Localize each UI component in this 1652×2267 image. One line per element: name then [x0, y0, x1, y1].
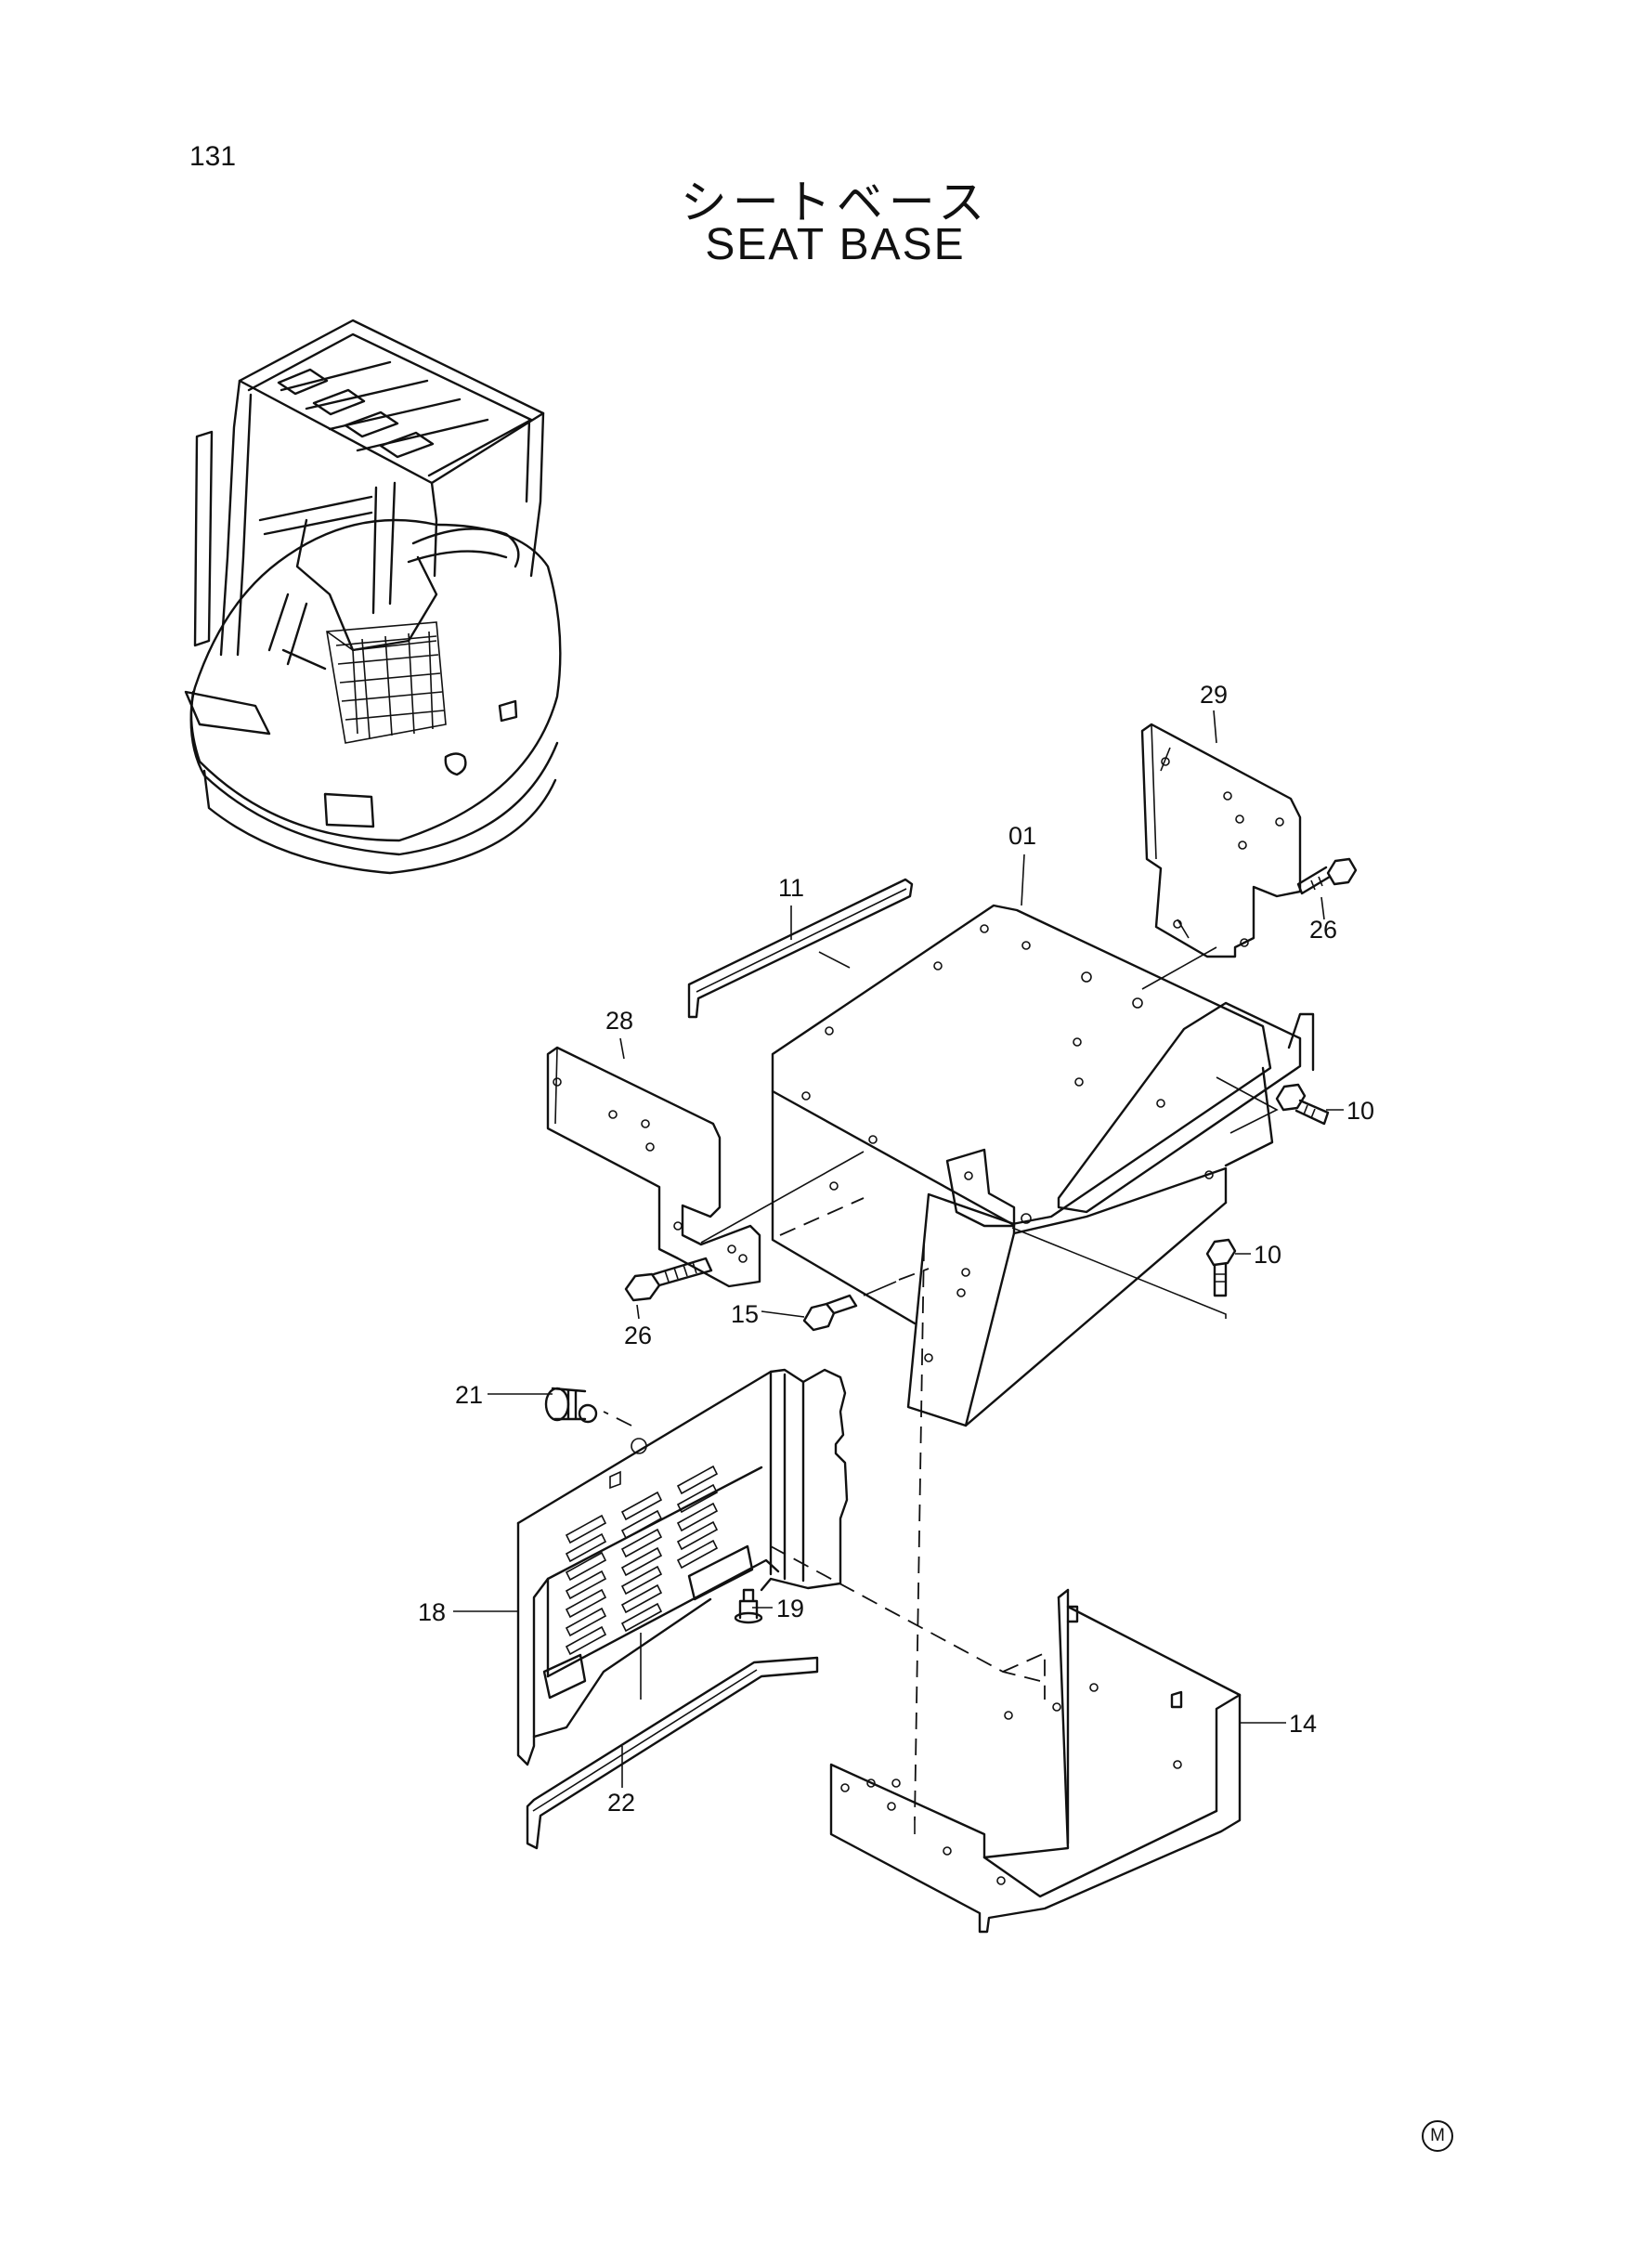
title-japanese: シートベース: [680, 176, 991, 229]
leader-lines: [453, 710, 1344, 1788]
part-18-side-cover: [516, 1368, 849, 1766]
fastener-10-bolt-lower: [1205, 1238, 1237, 1297]
callout-15: 15: [731, 1300, 759, 1328]
fastener-10-bolt-upper: [1275, 1083, 1330, 1126]
model-mark: M: [1422, 2120, 1453, 2152]
fastener-26-bolt-left: [624, 1257, 713, 1302]
callout-10-upper: 10: [1346, 1097, 1374, 1125]
callout-28: 28: [605, 1007, 633, 1035]
callout-10-lower: 10: [1254, 1241, 1281, 1269]
machine-locator-illustration: [184, 319, 562, 875]
callout-21: 21: [455, 1381, 483, 1409]
part-11-seal-strip: [687, 878, 914, 1019]
fastener-26-bolt-right: [1296, 857, 1358, 895]
fastener-21-knob: [544, 1387, 598, 1424]
fastener-19-screw: [734, 1588, 763, 1624]
callout-19: 19: [776, 1595, 804, 1622]
assembly-lines: [603, 946, 1279, 1834]
part-28-left-bracket: [546, 1046, 761, 1288]
callout-26-right: 26: [1309, 916, 1337, 944]
part-14-bottom-tray: [829, 1588, 1242, 1934]
callout-29: 29: [1200, 681, 1228, 709]
part-29-right-bracket: [1140, 723, 1302, 958]
callout-14: 14: [1289, 1710, 1317, 1738]
callout-22: 22: [607, 1789, 635, 1817]
callout-11: 11: [778, 874, 804, 902]
fastener-15-bolt: [802, 1294, 858, 1332]
part-22-seal-strip: [526, 1656, 819, 1850]
callout-labels: 29 01 11 26 28 10 10 15 26 21 19 18 14 2…: [418, 681, 1374, 1817]
part-01-seat-base-box: [771, 904, 1315, 1427]
callout-01: 01: [1008, 822, 1036, 850]
title-english: SEAT BASE: [705, 220, 966, 269]
callout-26-left: 26: [624, 1322, 652, 1349]
page-number: 131: [189, 141, 237, 172]
callout-18: 18: [418, 1598, 446, 1626]
